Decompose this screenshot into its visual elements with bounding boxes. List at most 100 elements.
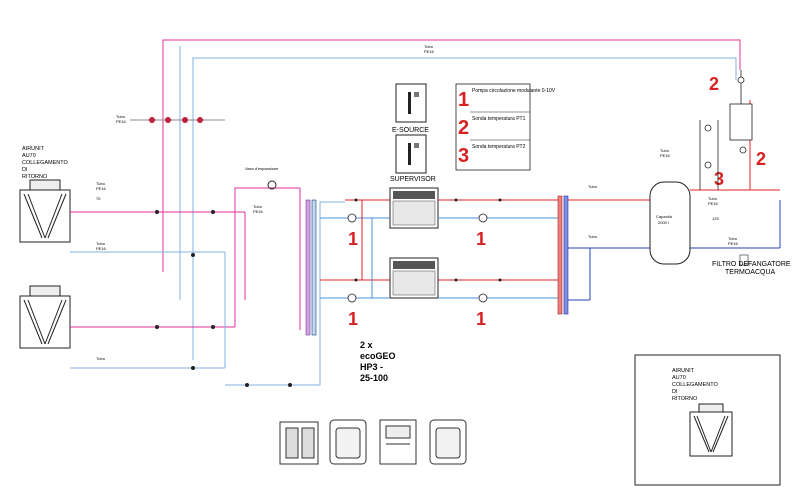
heatpump-label-2: HP3 - <box>360 362 383 372</box>
valve-dot <box>165 117 171 123</box>
valve-icon <box>454 198 458 202</box>
airunit-bottom-symbol <box>19 285 71 349</box>
tank-label-1: 2000 l <box>658 220 669 225</box>
valve-icon <box>454 278 458 282</box>
supervisor-device <box>395 134 427 174</box>
esource-device <box>395 83 427 123</box>
pump-icon <box>347 293 357 303</box>
legend-num-2: 2 <box>458 117 469 139</box>
marker-1: 1 <box>476 309 486 329</box>
valve-icon <box>191 253 195 257</box>
valve-icon <box>498 198 502 202</box>
airunit-left-line-1: AU70 <box>22 153 36 159</box>
right-manifold <box>557 195 569 315</box>
pumps <box>347 213 488 303</box>
left-pipe-tags: Tubo PE16 75 Tubo PE16 Tubo Tubo PE16 Tu… <box>96 44 435 361</box>
airunit-top-symbol <box>19 179 71 243</box>
marker-2: 2 <box>709 74 719 94</box>
valve-dot <box>182 117 188 123</box>
filter: FILTRO DEFANGATORE TERMOACQUA <box>712 254 791 276</box>
airunit-inset-symbol <box>689 403 733 457</box>
pipe-tag-tubo: Tubo <box>708 196 718 201</box>
pipe-tag-pe16: PE16 <box>96 246 107 251</box>
pipe-tag-tubo: Tubo <box>588 234 598 239</box>
marker-2: 2 <box>756 149 766 169</box>
heatpump-2 <box>389 257 439 299</box>
airunit-inset <box>634 354 781 486</box>
thumb-unit-side <box>379 419 417 465</box>
pipe-tag-pe16: PE16 <box>708 201 719 206</box>
legend-num-3: 3 <box>458 145 469 167</box>
right-equipment <box>699 70 753 190</box>
pump-icon <box>739 146 747 154</box>
pipe-tag-tubo: Tubo <box>116 114 126 119</box>
vaso-label: Vaso d'espansione <box>245 166 279 171</box>
pipe-tag-tubo: Tubo <box>253 204 263 209</box>
legend-num-1: 1 <box>458 89 469 111</box>
expansion-vessel: Vaso d'espansione <box>245 166 279 190</box>
legend-text-1: Pompa circolazione modulante 0-10V <box>472 88 556 94</box>
top-pipes <box>130 39 741 360</box>
small-valves-mid <box>354 198 502 282</box>
airunit-inset-line-4: RITORNO <box>672 396 698 402</box>
legend: 1 2 3 Pompa circolazione modulante 0-10V… <box>455 83 556 171</box>
airunit-inset-line-1: AU70 <box>672 375 686 381</box>
valve-icon <box>211 325 215 329</box>
marker-3: 3 <box>714 169 724 189</box>
storage-tank: Capacità 2000 l <box>649 181 691 265</box>
pump-icon <box>478 293 488 303</box>
pump-icon <box>347 213 357 223</box>
valve-icon <box>155 325 159 329</box>
pipe-tag-tubo: Tubo <box>424 44 434 49</box>
pipe-tag-tubo: Tubo <box>96 241 106 246</box>
filter-label-1: TERMOACQUA <box>725 269 776 276</box>
left-valves <box>155 210 292 387</box>
marker-1: 1 <box>348 309 358 329</box>
legend-text-2: Sonda temperatura PT1 <box>472 116 526 122</box>
pink-top-pipe <box>162 39 741 272</box>
airunit-left-line-2: COLLEGAMENTO <box>22 160 68 166</box>
heatpump-1 <box>389 187 439 229</box>
airunit-left-line-4: RITORNO <box>22 174 48 180</box>
pump-icon <box>704 124 712 132</box>
airunit-inset-line-2: COLLEGAMENTO <box>672 382 718 388</box>
pipe-tag-tubo: Tubo <box>660 148 670 153</box>
pump-icon <box>737 76 745 84</box>
valve-icon <box>245 383 249 387</box>
valve-icon <box>498 278 502 282</box>
heat-exchanger <box>729 103 753 141</box>
marker-1: 1 <box>348 229 358 249</box>
legend-text-3: Sonda temperatura PT2 <box>472 144 526 150</box>
pipe-tag-tubo: Tubo <box>588 184 598 189</box>
pipe-tag-d125: 125 <box>712 216 719 221</box>
pipe-tag-pe16: PE16 <box>728 241 739 246</box>
thumb-unit-iso <box>329 419 367 465</box>
valve-icon <box>211 210 215 214</box>
thumb-heatpump-front <box>279 421 319 465</box>
filter-label-0: FILTRO DEFANGATORE <box>712 261 791 268</box>
blue-return <box>225 201 345 386</box>
pump-icon <box>704 161 712 169</box>
right-pipe-tags: Tubo PE16 Tubo PE16 125 Tubo Tubo Tubo P… <box>588 148 739 246</box>
valve-icon <box>155 210 159 214</box>
pipe-tag-tubo: Tubo <box>96 356 106 361</box>
airunit-left-line-0: AIRUNIT <box>22 146 45 152</box>
airunit-inset-line-3: DI <box>672 389 678 395</box>
pipe-tag-pe16: PE16 <box>660 153 671 158</box>
tank-label-0: Capacità <box>656 214 673 219</box>
heatpump-label-3: 25-100 <box>360 373 388 383</box>
pipe-tag-pe16: PE16 <box>96 186 107 191</box>
pipe-tag-pe16: PE16 <box>424 49 435 54</box>
valve-dot <box>197 117 203 123</box>
pipe-tag-tubo: Tubo <box>728 236 738 241</box>
esource-label: E-SOURCE <box>392 127 429 134</box>
heatpump-pipes <box>320 199 560 299</box>
product-thumbnails <box>279 419 467 465</box>
pipe-tag-tubo: Tubo <box>96 181 106 186</box>
blue-top-pipe <box>192 57 737 360</box>
pink-riser <box>234 187 300 327</box>
valve-icon <box>191 366 195 370</box>
marker-1: 1 <box>476 229 486 249</box>
left-manifold <box>305 199 317 336</box>
